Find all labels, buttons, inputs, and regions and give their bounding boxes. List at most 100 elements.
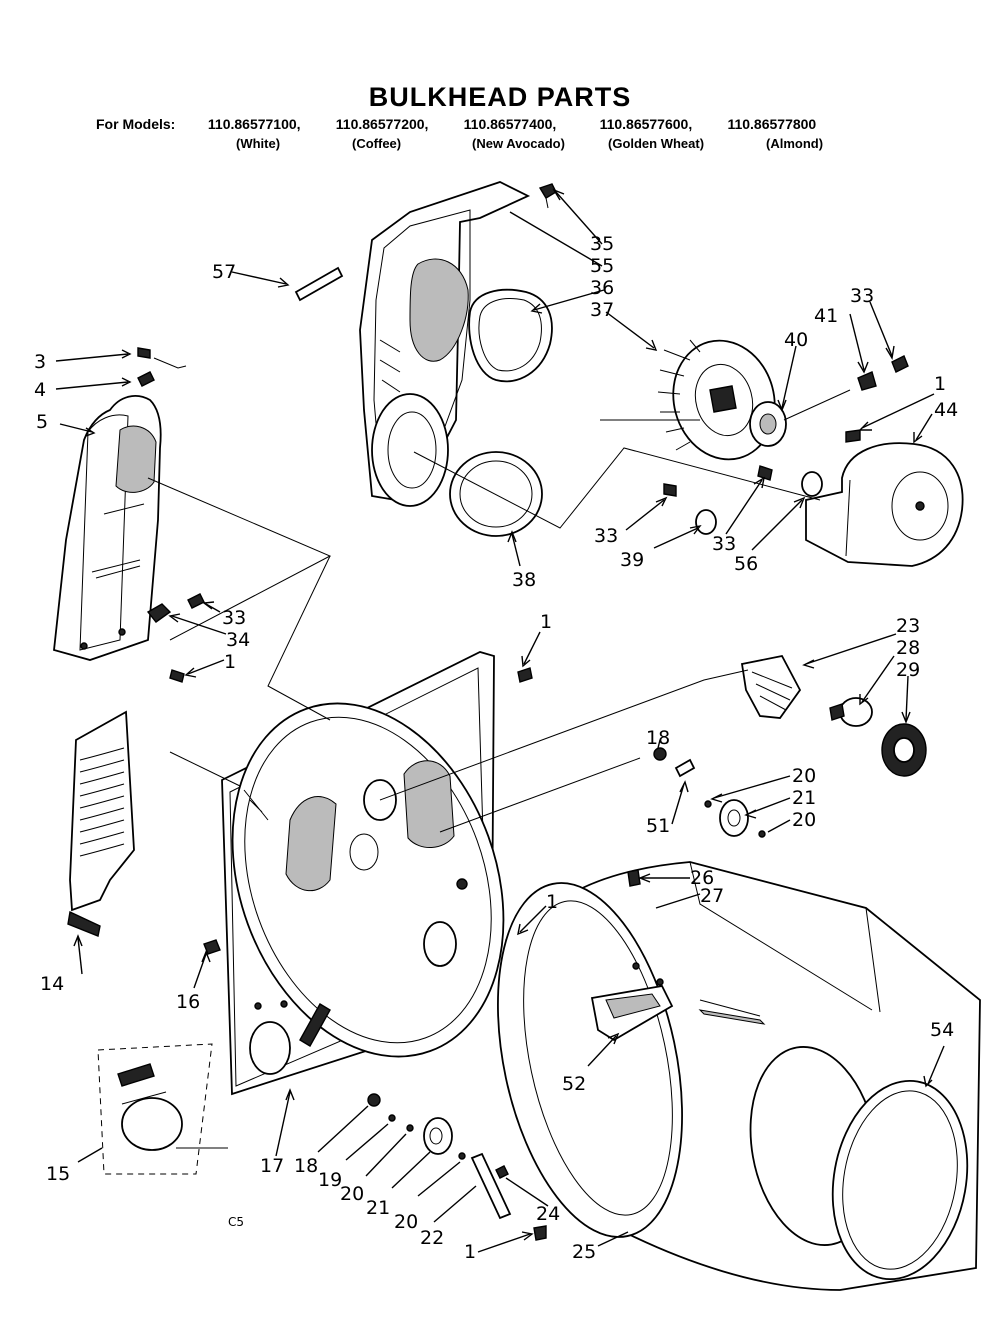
diagram-code: C5 xyxy=(228,1215,244,1229)
callout-1: 1 xyxy=(546,891,558,913)
part-23-lamp-socket xyxy=(740,654,802,719)
part-38-seal-ring xyxy=(449,451,543,537)
color-label: (Almond) xyxy=(766,136,824,151)
callout-20: 20 xyxy=(394,1211,418,1233)
callout-19: 19 xyxy=(318,1169,342,1191)
part-24-clip xyxy=(495,1165,509,1179)
part-34-thermostat xyxy=(146,603,172,623)
callout-37: 37 xyxy=(590,299,614,321)
color-label: (White) xyxy=(236,136,281,151)
part-1-screw-top xyxy=(517,667,533,683)
part-33-screw-left xyxy=(187,593,205,609)
part-57-strip xyxy=(294,266,344,302)
diagram-title: BULKHEAD PARTS xyxy=(368,82,632,112)
part-15-kit xyxy=(97,1043,213,1175)
part-18-upper-screw xyxy=(653,747,667,761)
callout-27: 27 xyxy=(700,885,724,907)
callout-22: 22 xyxy=(420,1227,444,1249)
part-40-pulley xyxy=(749,401,787,447)
part-5-heater-cover xyxy=(53,395,162,661)
callout-33: 33 xyxy=(712,533,736,555)
part-1-screw-bottom xyxy=(533,1225,547,1241)
callout-20: 20 xyxy=(340,1183,364,1205)
part-3-screw xyxy=(137,347,187,369)
callout-1: 1 xyxy=(464,1241,476,1263)
callout-17: 17 xyxy=(260,1155,284,1177)
callout-18: 18 xyxy=(294,1155,318,1177)
callout-34: 34 xyxy=(226,629,250,651)
callout-18: 18 xyxy=(646,727,670,749)
callout-51: 51 xyxy=(646,815,670,837)
part-19-20-washers xyxy=(388,1114,414,1132)
part-17-bulkhead xyxy=(221,651,505,1096)
part-16-screw xyxy=(203,939,221,955)
part-20-washer xyxy=(704,800,766,838)
part-41-bracket xyxy=(857,371,877,391)
callout-33: 33 xyxy=(850,285,874,307)
callout-56: 56 xyxy=(734,553,758,575)
callout-5: 5 xyxy=(36,411,48,433)
part-28-bulb xyxy=(829,697,873,727)
callout-23: 23 xyxy=(896,615,920,637)
color-label: (Coffee) xyxy=(352,136,402,151)
part-14-heater-element xyxy=(67,710,135,937)
callout-54: 54 xyxy=(930,1019,954,1041)
part-33-screw-lower xyxy=(663,483,677,497)
callout-labels: 57 3 4 5 35 55 36 37 38 33 41 40 1 44 33… xyxy=(34,233,958,1263)
callout-33: 33 xyxy=(222,607,246,629)
part-4-clip xyxy=(137,371,155,387)
part-21-roller xyxy=(423,1117,453,1155)
part-54-drum-seal xyxy=(831,1079,969,1281)
callout-1: 1 xyxy=(934,373,946,395)
callout-16: 16 xyxy=(176,991,200,1013)
callout-55: 55 xyxy=(590,255,614,277)
callout-15: 15 xyxy=(46,1163,70,1185)
callout-4: 4 xyxy=(34,379,46,401)
part-21-upper-roller xyxy=(719,799,749,837)
callout-36: 36 xyxy=(590,277,614,299)
callout-35: 35 xyxy=(590,233,614,255)
part-52-baffle xyxy=(590,985,674,1042)
callout-29: 29 xyxy=(896,659,920,681)
part-44-blower-housing xyxy=(805,442,964,567)
part-22-shaft xyxy=(458,1152,512,1220)
callout-25: 25 xyxy=(572,1241,596,1263)
part-51-shaft xyxy=(674,758,696,778)
callout-1: 1 xyxy=(540,611,552,633)
guide-lines xyxy=(147,389,851,1149)
part-26-screw xyxy=(627,869,641,887)
callout-38: 38 xyxy=(512,569,536,591)
part-29-lens xyxy=(881,723,927,777)
callout-14: 14 xyxy=(40,973,64,995)
model-number: 110.86577400, xyxy=(463,116,557,132)
callout-39: 39 xyxy=(620,549,644,571)
callout-3: 3 xyxy=(34,351,46,373)
callout-21: 21 xyxy=(792,787,816,809)
model-number: 110.86577100, xyxy=(207,116,301,132)
color-label: (Golden Wheat) xyxy=(608,136,705,151)
part-56-seal xyxy=(801,471,823,497)
callout-1: 1 xyxy=(224,651,236,673)
callout-41: 41 xyxy=(814,305,838,327)
callout-44: 44 xyxy=(934,399,958,421)
leader-lines xyxy=(55,188,945,1253)
part-18-lower-screw xyxy=(367,1093,381,1107)
part-36-gasket xyxy=(468,288,553,383)
part-37-blower-wheel xyxy=(657,339,776,461)
model-number: 110.86577800 xyxy=(727,116,817,132)
callout-28: 28 xyxy=(896,637,920,659)
part-33-screw-mid xyxy=(757,465,773,481)
model-list: For Models: 110.86577100, 110.86577200, … xyxy=(96,116,816,132)
callout-20: 20 xyxy=(792,765,816,787)
callout-21: 21 xyxy=(366,1197,390,1219)
callout-52: 52 xyxy=(562,1073,586,1095)
callout-24: 24 xyxy=(536,1203,560,1225)
part-33-screw-top xyxy=(891,355,909,373)
part-55-blower-housing xyxy=(359,181,531,507)
callout-26: 26 xyxy=(690,867,714,889)
part-1-screw-left xyxy=(169,669,185,683)
callout-40: 40 xyxy=(784,329,808,351)
models-prefix: For Models: xyxy=(96,116,176,132)
part-35-screw xyxy=(538,183,557,209)
